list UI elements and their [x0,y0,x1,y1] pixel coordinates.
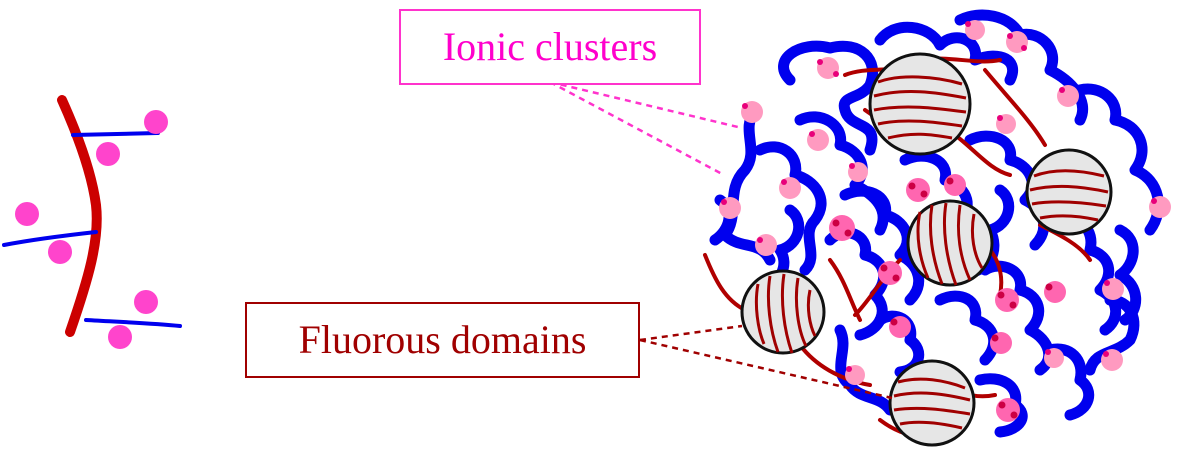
ionic-clusters-label: Ionic clusters [399,9,701,85]
side-chain-middle [2,230,98,247]
fluorous-domains-label: Fluorous domains [245,302,640,378]
fluorous-domain [906,199,994,287]
ionic-cluster [719,20,1171,385]
side-chain-bottom [84,318,182,328]
side-chain-top [71,131,160,137]
polymer-chain-icon [2,95,182,349]
fluorous-domain [740,269,826,355]
fluorous-domains-text: Fluorous domains [298,317,587,362]
fluorous-domain [868,52,972,156]
ion [108,325,132,349]
polymer-aggregate-icon [703,9,1171,447]
ionic-cluster-dots [721,21,1157,372]
ion [144,110,168,134]
fluorous-domain [888,359,976,447]
ion [96,142,120,166]
ionic-clusters-text: Ionic clusters [442,24,658,69]
ionic-leader-lines [549,80,743,177]
ion [134,290,158,314]
ionic-cluster-core [829,174,1066,422]
fluorous-domain [1025,148,1113,236]
ion [15,202,39,226]
ion [48,240,72,264]
